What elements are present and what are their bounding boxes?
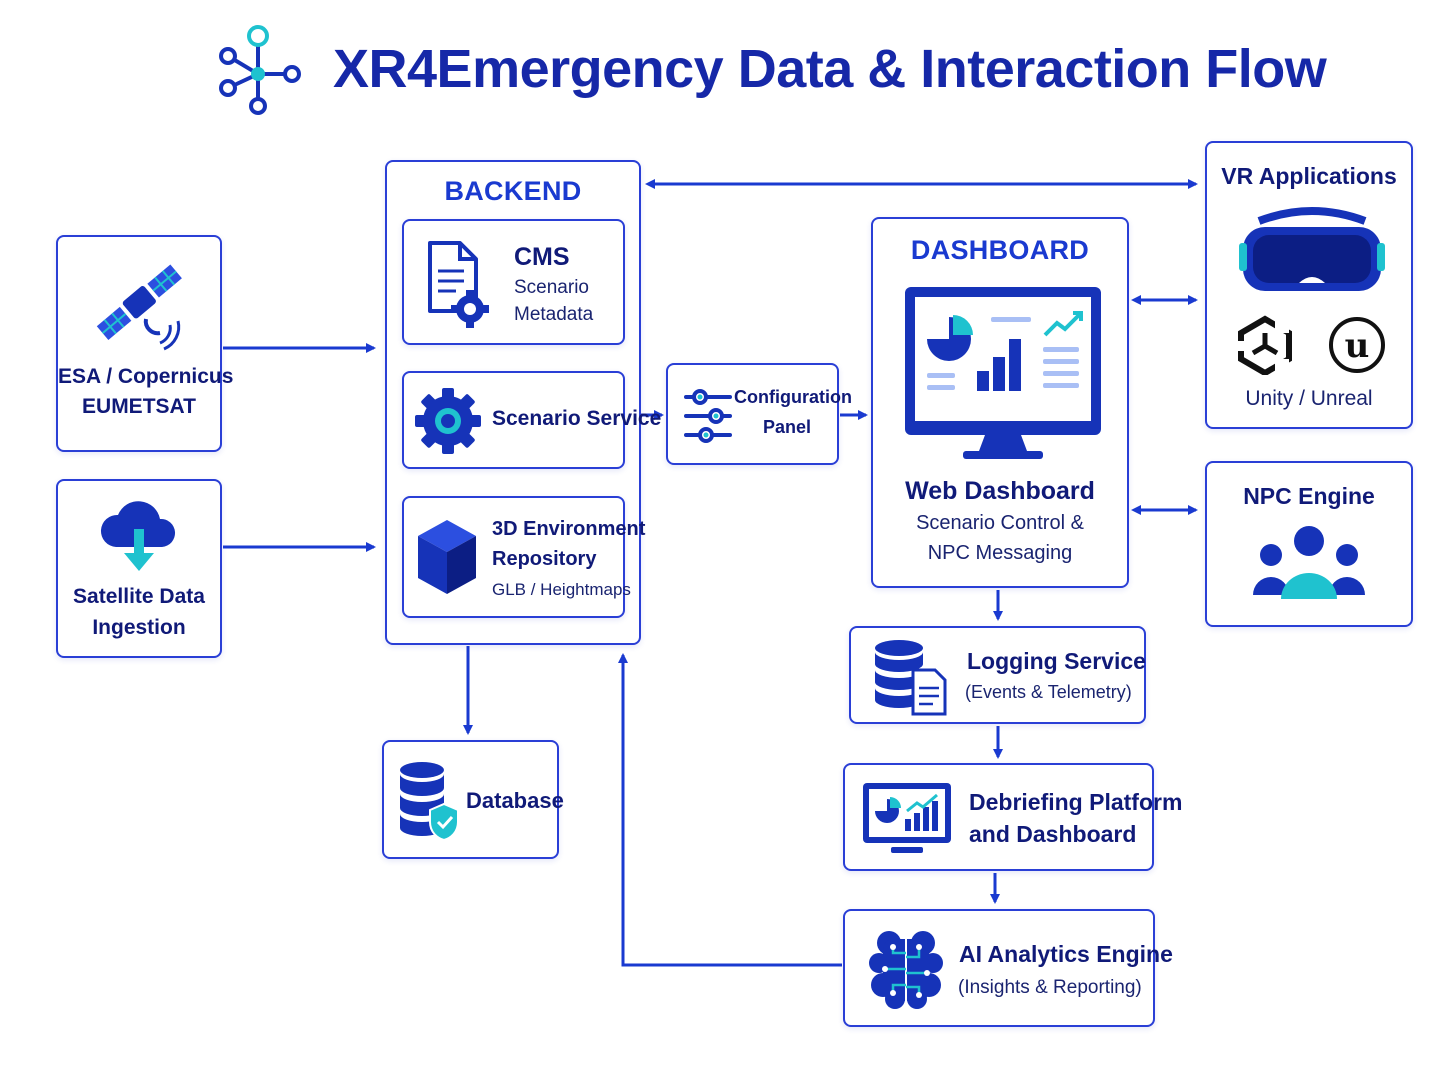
vr-applications-title: VR Applications [1221,163,1397,189]
cloud-download-icon [98,495,180,575]
page-title: XR4Emergency Data & Interaction Flow [333,39,1327,99]
satellite-ingestion-box[interactable]: Satellite Data Ingestion [56,479,222,658]
config-panel-line1: Configuration [734,387,852,407]
database-label: Database [466,788,564,813]
debrief-line2: and Dashboard [969,821,1137,847]
environment-line2: Repository [492,548,597,570]
npc-engine-title: NPC Engine [1243,483,1375,509]
svg-text:u: u [1345,326,1370,366]
document-gear-icon [426,239,492,331]
monitor-chart-icon [903,285,1103,463]
scenario-service-title: Scenario Service [492,407,662,430]
vr-headset-icon [1239,205,1385,295]
monitor-analytics-icon [861,781,953,859]
debriefing-platform-box[interactable]: Debriefing Platform and Dashboard [843,763,1182,871]
people-icon [1251,523,1367,603]
esa-label-line2: EUMETSAT [82,395,196,418]
cube-icon [416,518,478,596]
environment-line3: GLB / Heightmaps [492,580,631,599]
logging-service-title: Logging Service [967,648,1146,674]
backend-title: BACKEND [444,176,582,206]
scenario-service-box[interactable]: Scenario Service [402,371,661,469]
esa-label-line1: ESA / Copernicus [58,365,234,388]
vr-engines-label: Unity / Unreal [1245,387,1373,410]
network-icon [212,24,304,116]
dashboard-title: DASHBOARD [910,235,1090,265]
database-document-icon [873,638,947,716]
satellite-label-line1: Satellite Data [73,585,205,608]
database-shield-icon [398,760,460,842]
environment-repository-box[interactable]: 3D Environment Repository GLB / Heightma… [402,496,645,618]
dashboard-line1: Scenario Control & [916,512,1084,534]
debrief-line1: Debriefing Platform [969,789,1183,815]
config-panel-line2: Panel [762,417,812,437]
dashboard-container[interactable]: DASHBOARD Web Dashboard Scenario Control… [871,217,1129,588]
cms-title: CMS [514,243,570,271]
ai-analytics-subtitle: (Insights & Reporting) [958,977,1142,998]
npc-engine-box[interactable]: NPC Engine [1205,461,1413,627]
ai-analytics-box[interactable]: AI Analytics Engine (Insights & Reportin… [843,909,1173,1027]
satellite-icon [88,257,192,357]
ai-analytics-title: AI Analytics Engine [959,941,1173,967]
arrow-ai-to-backend [618,653,842,967]
unreal-icon: u [1327,315,1387,375]
dashboard-line2: NPC Messaging [927,542,1073,564]
unity-icon [1237,315,1293,377]
cms-line1: Scenario [514,277,589,298]
database-box[interactable]: Database [382,740,564,859]
sliders-icon [682,387,734,445]
cms-box[interactable]: CMS Scenario Metadata [402,219,625,345]
vr-applications-box[interactable]: VR Applications u Unity / Unreal [1205,141,1413,429]
environment-line1: 3D Environment [492,518,646,540]
logging-service-box[interactable]: Logging Service (Events & Telemetry) [849,626,1146,724]
gear-icon [414,387,482,455]
logging-service-subtitle: (Events & Telemetry) [965,682,1132,702]
configuration-panel-box[interactable]: Configuration Panel [666,363,852,465]
cms-line2: Metadata [514,304,594,325]
brain-circuit-icon [869,927,943,1011]
web-dashboard-title: Web Dashboard [905,477,1095,505]
esa-copernicus-box[interactable]: ESA / Copernicus EUMETSAT [56,235,234,452]
satellite-label-line2: Ingestion [92,616,186,639]
